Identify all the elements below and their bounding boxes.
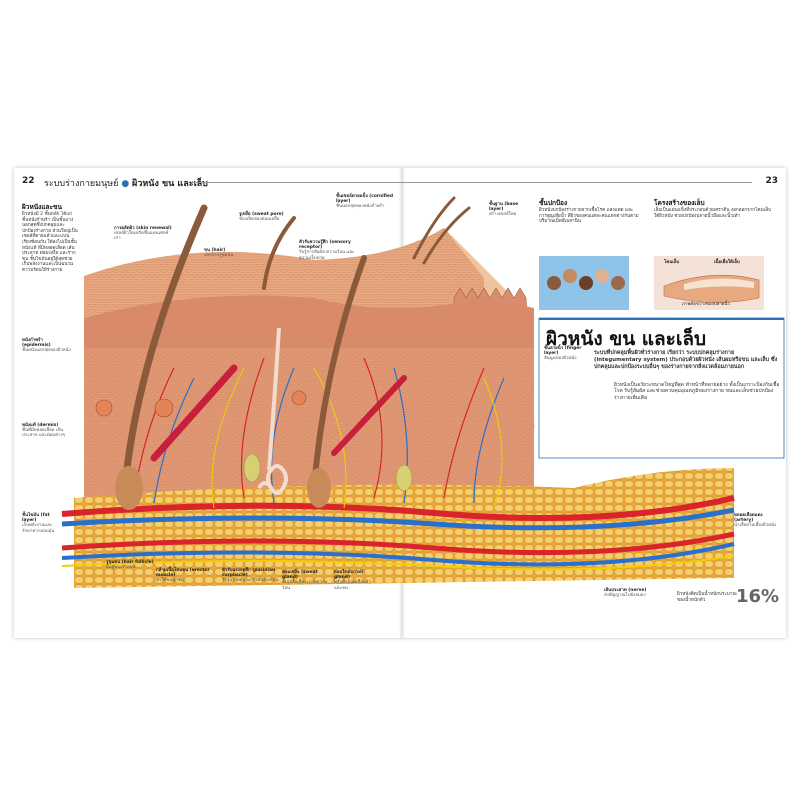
nerve-fiber [61,555,735,571]
right-page-number: 23 [765,176,778,186]
label-erector-muscle: กล้ามเนื้อโคนขน (erector muscle) ทำให้ขน… [156,568,210,584]
breadcrumb-section: ระบบร่างกายมนุษย์ [44,179,119,189]
nail-label-root: โคนเล็บ [664,260,680,265]
erector-muscle [150,364,238,462]
hair-follicle [115,466,143,510]
label-fat-layer: ชั้นไขมัน (fat layer) เก็บพลังงานและรักษ… [22,513,55,534]
fat-layer [74,468,734,588]
label-sensory-receptor: ตัวรับความรู้สึก (sensory receptor) รับร… [299,240,355,261]
label-skin-renewal: การผลัดผิว (skin renewal) เซลล์ผิวใหม่เก… [114,226,172,242]
label-finger-layer: ชั้นลายนิ้ว (finger layer) สันนูนของผิวห… [544,346,582,362]
label-base-layer: ชั้นฐาน (base layer) สร้างเซลล์ใหม่ [489,202,519,218]
label-dermis: หนังแท้ (dermis) ชั้นที่มีหลอดเลือด เส้น… [22,423,66,439]
vein-vessel [61,507,735,531]
intro-body: ผิวหนังมี 2 ชั้นหลัก ได้แก่ ชั้นหนังกำพร… [22,212,78,273]
intro-heading: ผิวหนังและขน [22,203,62,211]
breadcrumb-separator-icon: ● [121,179,133,189]
artery-vessel [61,495,735,521]
breadcrumb: ระบบร่างกายมนุษย์ ● ผิวหนัง ขน และเล็บ [44,176,208,190]
label-hair-follicle: รูขุมขน (hair follicle) ที่อยู่ของรากขน [106,560,154,571]
label-sweat-pore: รูเหงื่อ (sweat pore) ช่องเปิดของต่อมเหง… [239,212,284,223]
stat-value: 16% [736,586,780,607]
nail-label-bed: เนื้อเยื่อใต้เล็บ [714,260,740,265]
pacinian-corpuscle [243,453,261,483]
label-epidermis: หนังกำพร้า (epidermis) ชั้นหนังนอกสุดของ… [22,338,71,354]
label-hair: ขน (hair) งอกจากรูขุมขน [204,248,234,259]
nail-caption: ภาพตัดขวางของปลายนิ้ว [682,302,730,307]
label-nerve: เส้นประสาท (nerve) ส่งสัญญาณไปยังสมอง [604,588,647,599]
label-artery: หลอดเลือดแดง (artery) นำเลือดไปเลี้ยงผิว… [734,513,777,529]
skin-cross-section-illustration [61,196,785,588]
label-pacinian-corpuscle: ตัวรับแรงกดลึก (pacinian corpuscle) รับร… [222,568,279,584]
label-sweat-gland: ต่อมเหงื่อ (sweat gland) ขับเหงื่อเพื่อร… [282,570,328,591]
protective-box-body: ผิวหนังปกป้องร่างกายจากเชื้อโรค แสงแดด แ… [539,208,639,225]
stat-caption: ผิวหนังคิดเป็นน้ำหนักประมาณของน้ำหนักตัว [677,592,737,603]
nail-box-body: เล็บเป็นแผ่นแข็งที่ประกอบด้วยเคราติน งอก… [654,208,772,219]
page-title: ผิวหนัง ขน และเล็บ [546,328,707,350]
protective-box-heading: ชั้นปกป้อง [539,199,568,207]
book-spread: 22 ระบบร่างกายมนุษย์ ● ผิวหนัง ขน และเล็… [14,168,786,638]
protective-photo-people [547,269,625,290]
left-page-number: 22 [22,176,35,186]
label-cornified-layer: ชั้นเซลล์ตายแข็ง (cornified layer) ชั้นน… [336,194,394,210]
lead-paragraph: ระบบที่ปกคลุมพื้นผิวทั่วร่างกาย เรียกว่า… [594,350,778,370]
oil-gland [95,390,307,418]
label-oil-gland: ต่อมไขมัน (oil gland) หลั่งน้ำมันเคลือบผ… [334,570,371,591]
header-rule [192,182,752,183]
body-paragraph: ผิวหนังเป็นอวัยวะขนาดใหญ่ที่สุด ทำหน้าที… [614,382,780,401]
hair-shafts [120,196,471,502]
breadcrumb-topic: ผิวหนัง ขน และเล็บ [132,179,208,189]
sweat-gland-coil [257,327,288,495]
nail-box-heading: โครงสร้างของเล็บ [654,199,705,207]
